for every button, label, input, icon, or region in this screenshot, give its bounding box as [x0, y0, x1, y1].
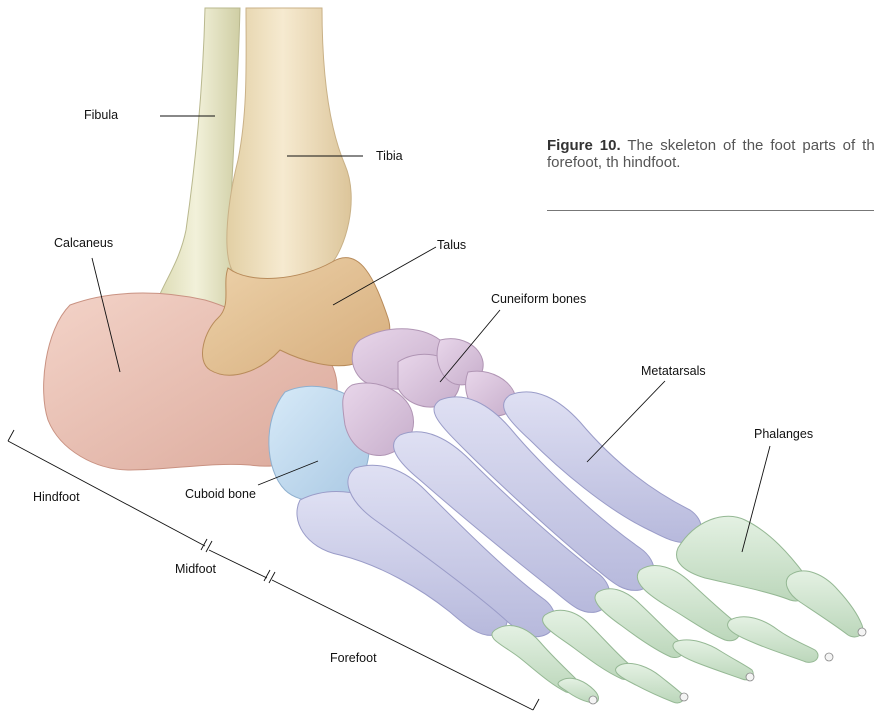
metatarsals-leader	[587, 381, 665, 462]
label-tibia: Tibia	[376, 149, 403, 163]
figure-number: Figure 10.	[547, 138, 621, 154]
label-cuneiform: Cuneiform bones	[491, 292, 586, 306]
hindfoot-bracket-cap	[8, 430, 14, 441]
figure-caption: Figure 10. The skeleton of the foot part…	[547, 138, 874, 211]
label-talus: Talus	[437, 238, 466, 252]
midfoot-end-tick	[264, 570, 270, 581]
label-metatarsals: Metatarsals	[641, 364, 706, 378]
forefoot-bracket-cap	[533, 699, 539, 710]
midfoot-bracket	[209, 550, 267, 578]
label-fibula: Fibula	[84, 108, 118, 122]
label-phalanges: Phalanges	[754, 427, 813, 441]
label-midfoot: Midfoot	[175, 562, 216, 576]
label-hindfoot: Hindfoot	[33, 490, 80, 504]
caption-text: Figure 10. The skeleton of the foot part…	[547, 138, 874, 171]
tibia-bone	[227, 8, 351, 284]
label-calcaneus: Calcaneus	[54, 236, 113, 250]
label-forefoot: Forefoot	[330, 651, 377, 665]
label-cuboid: Cuboid bone	[185, 487, 256, 501]
